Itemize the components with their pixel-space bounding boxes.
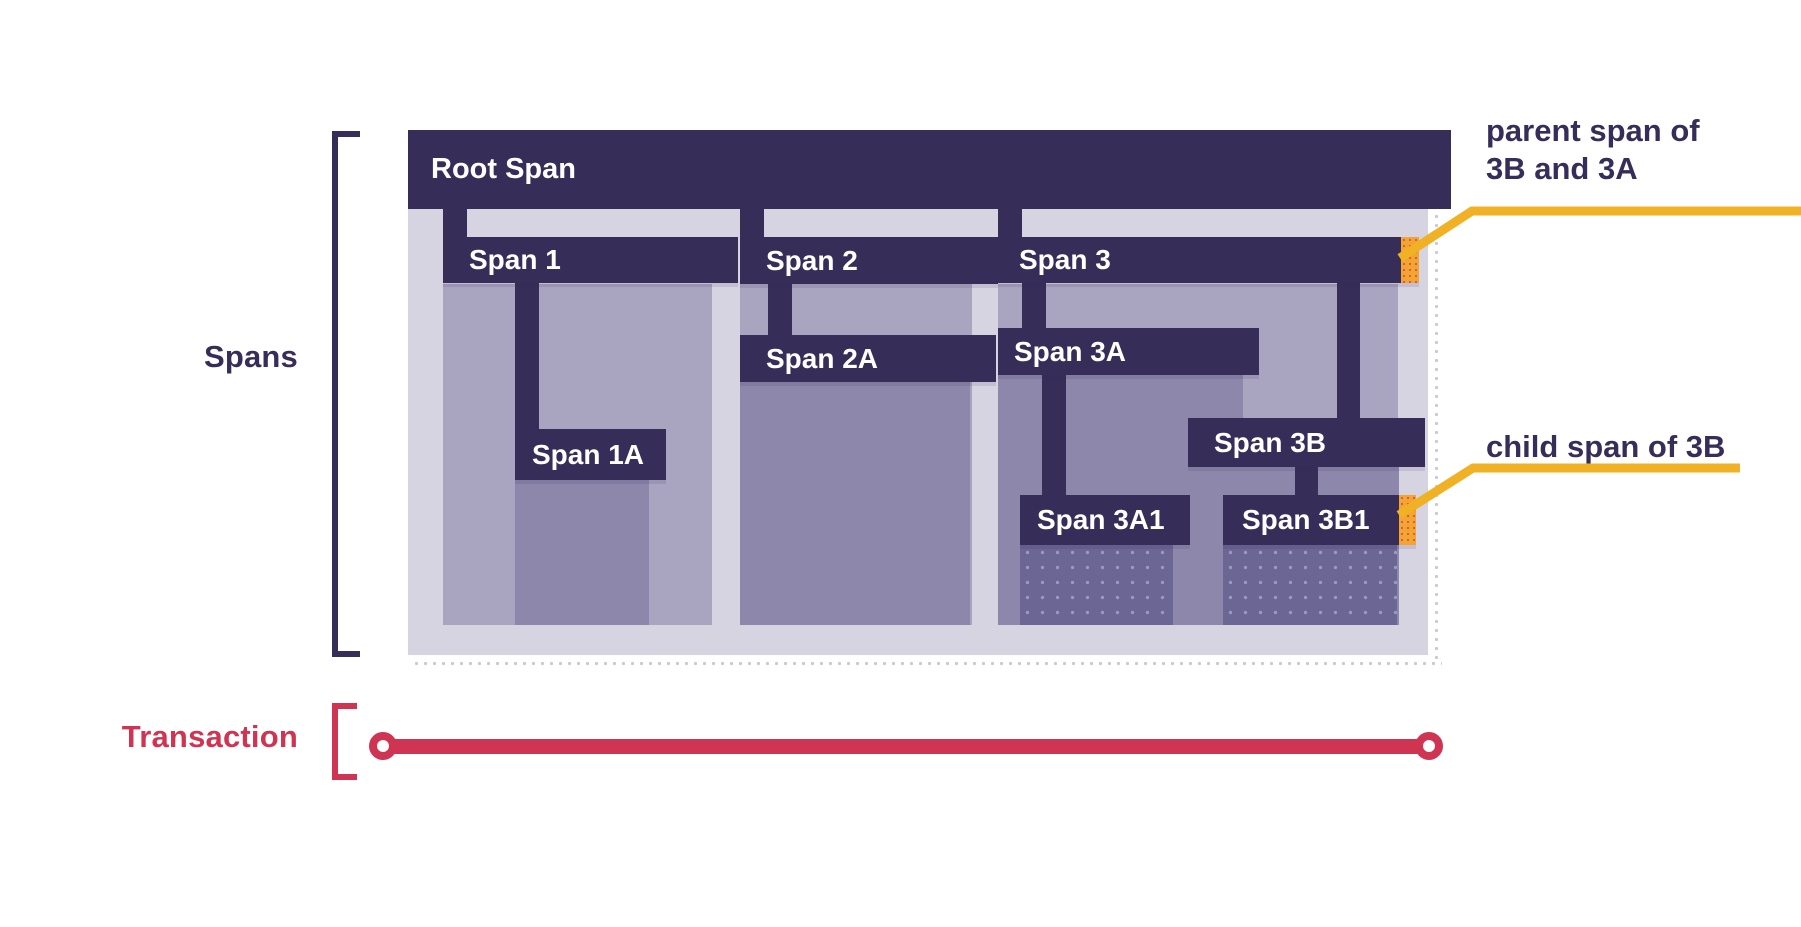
span-1a-bar: Span 1A (515, 429, 666, 480)
spans-bracket (332, 131, 360, 657)
connector-span3-to-span3a (1022, 283, 1046, 329)
span-3a-bar: Span 3A (998, 328, 1259, 375)
transaction-timeline-line (384, 739, 1430, 754)
transaction-start-circle (369, 732, 397, 760)
span-3a1-bar: Span 3A1 (1020, 495, 1190, 545)
span-2-label: Span 2 (766, 244, 858, 276)
span-3b1-duration-fill (1223, 545, 1397, 625)
parent-span-annotation: parent span of 3B and 3A (1486, 112, 1700, 188)
connector-span2-to-span2a (768, 283, 792, 336)
span-1a-duration-fill (515, 480, 649, 625)
spans-section-label: Spans (203, 339, 298, 374)
child-span-callout-line (1396, 463, 1740, 519)
span-3-bar: Span 3 (998, 237, 1419, 283)
transaction-end-circle (1415, 732, 1443, 760)
root-span-bar: Root Span (408, 130, 1451, 209)
span-2a-duration-fill (740, 382, 970, 625)
connector-span3a-to-span3a1 (1042, 375, 1066, 496)
span-1-bar: Span 1 (443, 237, 738, 283)
container-shadow-bottom (412, 659, 1442, 668)
child-span-marker (1399, 495, 1416, 545)
span-1-label: Span 1 (469, 244, 561, 275)
connector-root-to-span3 (998, 209, 1022, 238)
span-3-label: Span 3 (1019, 244, 1111, 275)
span-3b-bar: Span 3B (1188, 418, 1425, 467)
connector-span3b-to-span3b1 (1295, 467, 1318, 496)
transaction-bracket (332, 703, 357, 780)
span-3b-label: Span 3B (1214, 426, 1327, 458)
connector-root-to-span2 (740, 209, 764, 238)
span-3b1-bar: Span 3B1 (1223, 495, 1416, 545)
span-3a1-label: Span 3A1 (1037, 504, 1165, 535)
connector-root-to-span1 (443, 209, 467, 238)
span-3a1-duration-fill (1020, 545, 1173, 625)
connector-span3-to-span3b (1337, 283, 1360, 419)
parent-span-marker (1401, 237, 1419, 283)
span-2a-label: Span 2A (766, 342, 879, 374)
parent-span-callout-line (1397, 206, 1801, 262)
span-1a-label: Span 1A (532, 438, 645, 470)
parent-span-annotation-line2: 3B and 3A (1486, 151, 1638, 186)
span-2a-bar: Span 2A (740, 335, 996, 382)
span-2-bar: Span 2 (740, 237, 998, 284)
span-3a-label: Span 3A (1014, 335, 1127, 367)
connector-span1-to-span1a (515, 283, 539, 430)
transaction-section-label: Transaction (121, 719, 298, 754)
container-shadow-right (1432, 140, 1441, 660)
parent-span-annotation-line1: parent span of (1486, 113, 1700, 148)
span-3b1-label: Span 3B1 (1242, 504, 1370, 535)
root-span-label: Root Span (431, 153, 576, 185)
child-span-annotation: child span of 3B (1486, 429, 1726, 464)
